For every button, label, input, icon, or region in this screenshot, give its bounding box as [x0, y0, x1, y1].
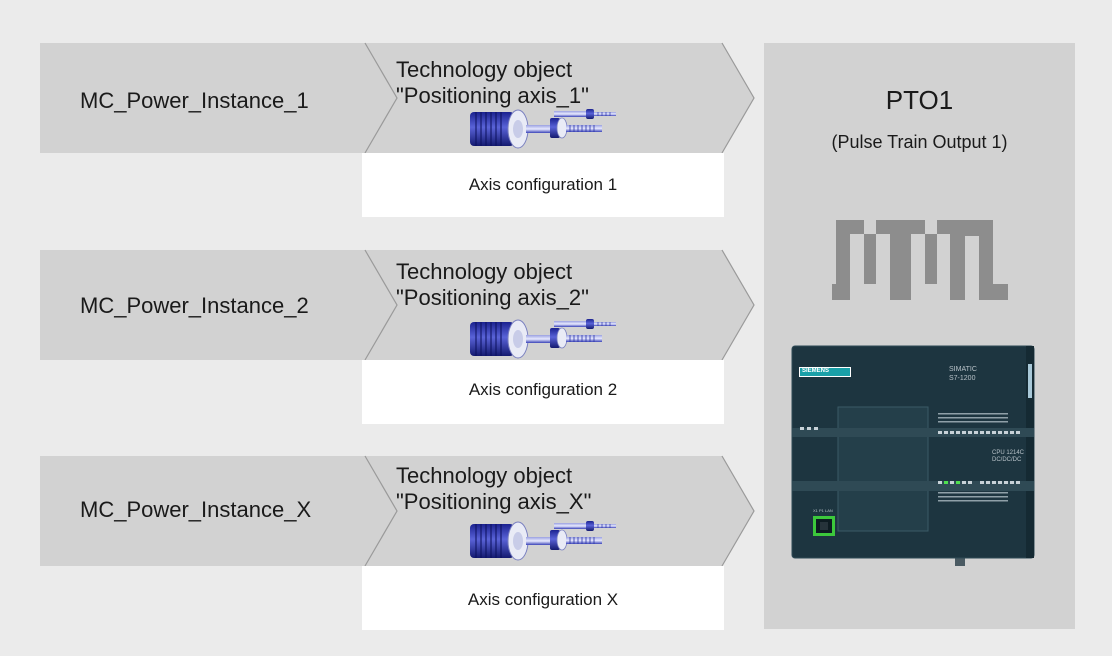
tech-object-line1: Technology object [396, 463, 573, 488]
tech-object-line2: "Positioning axis_2" [396, 285, 589, 310]
tech-object-line1: Technology object [396, 259, 573, 284]
axis-card-1 [362, 153, 724, 217]
instance-arrow-3 [40, 456, 397, 566]
plc-cpu-line2: DC/DC/DC [992, 457, 1022, 463]
plc-cpu-icon [791, 345, 1035, 566]
axis-config-label-2: Axis configuration 2 [468, 380, 618, 399]
tech-object-line1: Technology object [396, 57, 573, 82]
plc-cpu-line1: CPU 1214C [992, 450, 1025, 456]
tech-arrow-2 [365, 250, 754, 360]
plc-brand: SIEMENS [802, 368, 830, 374]
tech-arrow-3 [365, 456, 754, 566]
axis-card-3 [362, 566, 724, 630]
plc-port-label: X1 P1 LAN [813, 508, 833, 513]
tech-object-label-3: Technology object "Positioning axis_X" [396, 463, 591, 515]
axis-card-2 [362, 360, 724, 424]
instance-label-2: MC_Power_Instance_2 [80, 293, 309, 318]
plc-product-line1: SIMATIC [949, 366, 977, 373]
instance-arrow-1 [40, 43, 397, 153]
tech-object-line2: "Positioning axis_X" [396, 489, 592, 514]
pulse-train-icon [832, 220, 1008, 300]
plc-product-line2: S7-1200 [949, 375, 976, 382]
pto-title: PTO1 [885, 85, 954, 115]
pto-subtitle: (Pulse Train Output 1) [831, 132, 1008, 152]
tech-arrow-1 [365, 43, 754, 153]
tech-object-line2: "Positioning axis_1" [396, 83, 589, 108]
instance-label-3: MC_Power_Instance_X [80, 497, 312, 522]
tech-object-label-1: Technology object "Positioning axis_1" [396, 57, 589, 109]
axis-config-label-1: Axis configuration 1 [468, 175, 618, 194]
axis-config-label-3: Axis configuration X [467, 590, 619, 609]
instance-arrow-2 [40, 250, 397, 360]
tech-object-label-2: Technology object "Positioning axis_2" [396, 259, 589, 311]
instance-label-1: MC_Power_Instance_1 [80, 88, 309, 113]
